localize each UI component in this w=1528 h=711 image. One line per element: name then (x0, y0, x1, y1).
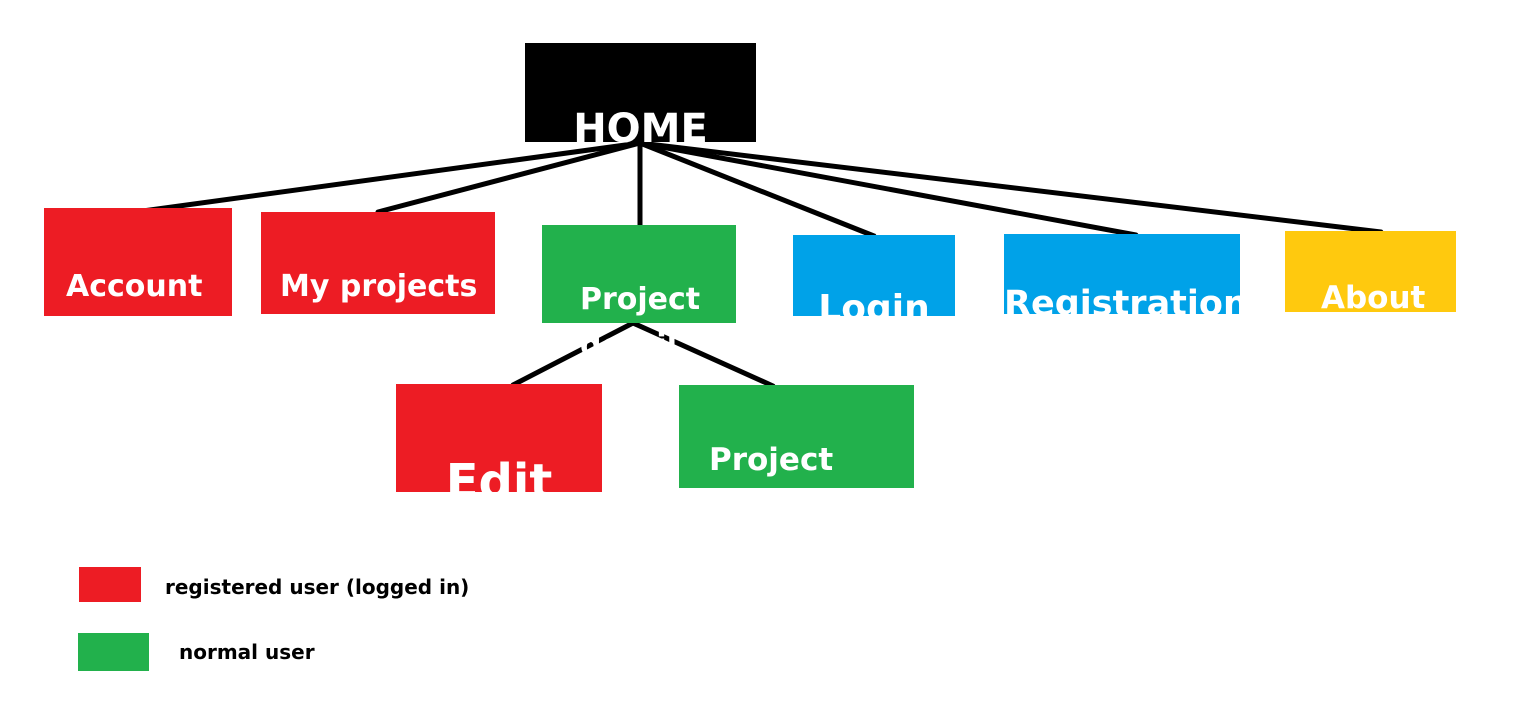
node-edit-label: Edit (445, 454, 553, 510)
node-project-detail-label: Project detail (580, 282, 701, 363)
legend-label-normal: normal user (179, 640, 315, 664)
node-registration-label: Registration (1004, 284, 1248, 324)
legend-swatch-normal (78, 633, 149, 671)
node-registration: Registration (1004, 234, 1248, 322)
node-home: HOME (525, 43, 756, 149)
node-my-projects-label: My projects (280, 269, 478, 304)
node-home-label: HOME (573, 106, 708, 152)
node-my-projects: My projects (261, 212, 495, 314)
node-account-settings-label: Account settings (66, 269, 204, 350)
node-login-label: Login (818, 288, 930, 329)
node-account-settings: Account settings (44, 208, 232, 350)
node-project-application: Project application (679, 385, 914, 524)
node-edit: Edit (396, 384, 602, 506)
node-project-detail: Project detail (542, 225, 736, 363)
node-login: Login (793, 235, 955, 327)
legend-swatch-registered (79, 567, 141, 602)
node-about-label: About (1321, 280, 1426, 316)
node-project-application-label: Project application (709, 442, 904, 524)
node-about: About (1285, 231, 1456, 316)
legend-label-registered: registered user (logged in) (165, 575, 470, 599)
